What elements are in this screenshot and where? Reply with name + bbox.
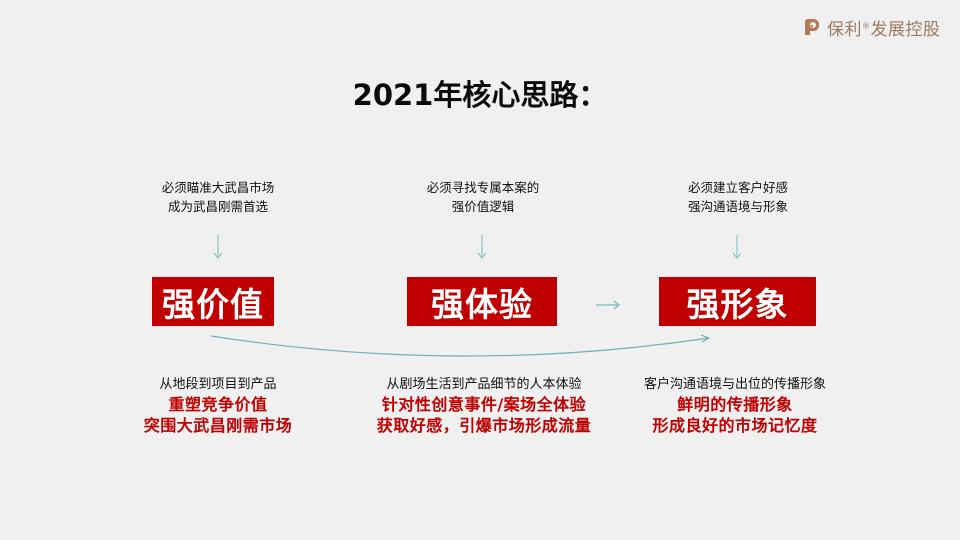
down-arrow-icon (732, 235, 742, 259)
pillar-strong-image: 强形象 (659, 277, 816, 326)
requirement-note-value: 必须瞄准大武昌市场 成为武昌刚需首选 (161, 180, 275, 214)
detail-highlight: 形成良好的市场记忆度 (652, 416, 818, 435)
detail-highlight: 突围大武昌刚需市场 (143, 416, 293, 435)
detail-subtitle: 从剧场生活到产品细节的人本体验 (386, 377, 582, 392)
detail-highlight: 鲜明的传播形象 (677, 395, 793, 414)
requirement-note-image: 必须建立客户好感 强沟通语境与形象 (687, 180, 788, 214)
pillar-strong-experience: 强体验 (407, 277, 557, 326)
detail-highlight: 重塑竞争价值 (168, 395, 268, 414)
right-arrow-icon (596, 300, 621, 310)
down-arrow-icon (477, 235, 487, 259)
detail-subtitle: 客户沟通语境与出位的传播形象 (643, 377, 826, 392)
detail-block-experience: 从剧场生活到产品细节的人本体验 针对性创意事件/案场全体验 获取好感，引爆市场形… (356, 375, 612, 436)
page-title: 2021年核心思路： (352, 78, 608, 112)
pillar-strong-value: 强价值 (152, 277, 274, 326)
poly-p-logo-icon (803, 18, 821, 36)
requirement-note-experience: 必须寻找专属本案的 强价值逻辑 (426, 180, 540, 214)
detail-block-value: 从地段到项目到产品 重塑竞争价值 突围大武昌刚需市场 (118, 375, 318, 436)
detail-highlight: 针对性创意事件/案场全体验 (381, 395, 587, 414)
curved-arrow-icon (210, 334, 711, 357)
brand-name: 保利®发展控股 (827, 19, 941, 40)
down-arrow-icon (213, 235, 223, 259)
detail-subtitle: 从地段到项目到产品 (159, 377, 277, 392)
detail-block-image: 客户沟通语境与出位的传播形象 鲜明的传播形象 形成良好的市场记忆度 (620, 375, 850, 436)
brand-logo: 保利®发展控股 (803, 15, 941, 40)
detail-highlight: 获取好感，引爆市场形成流量 (376, 416, 592, 435)
